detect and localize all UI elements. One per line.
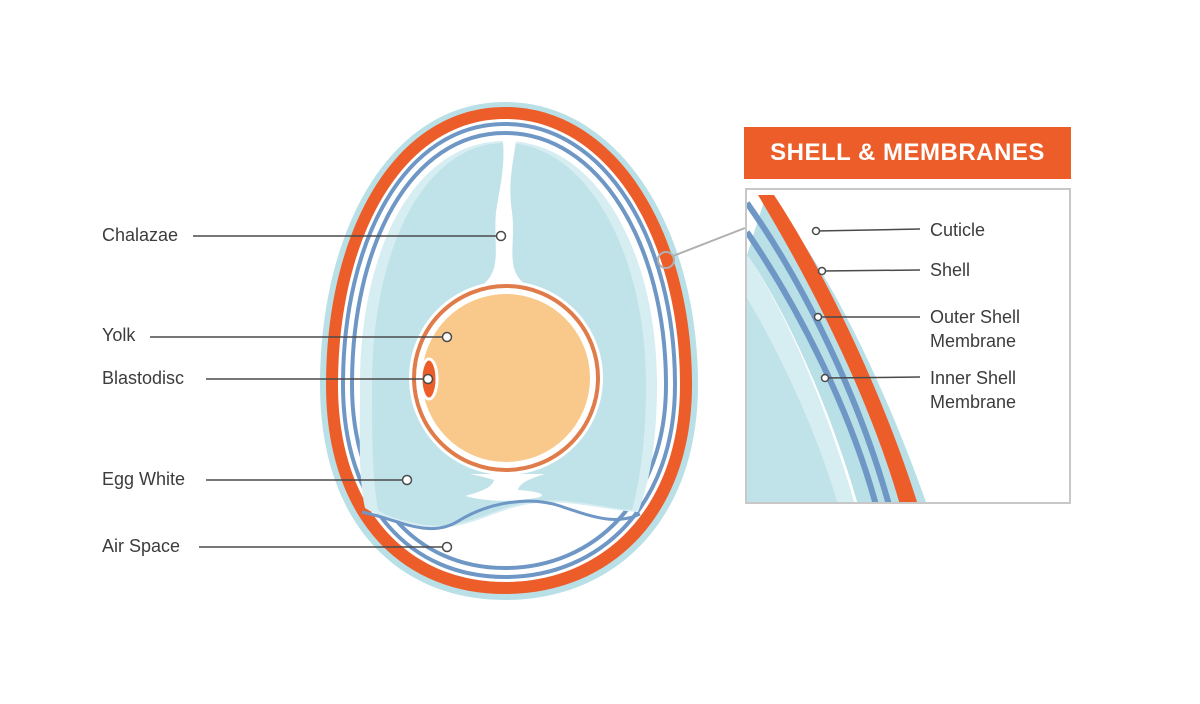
- label-outer-membrane-1: Outer Shell: [930, 307, 1021, 327]
- air-space-membrane: [361, 499, 641, 530]
- zoom-shell: [758, 195, 918, 502]
- chalaza-top: [465, 141, 545, 294]
- magnify-circle: [657, 251, 675, 269]
- label-egg-white: Egg White: [102, 469, 186, 489]
- zoom-outer-membrane: [747, 201, 892, 502]
- label-air-space: Air Space: [102, 536, 181, 556]
- label-shell: Shell: [930, 260, 971, 280]
- label-outer-membrane-2: Membrane: [930, 331, 1017, 351]
- panel-title: SHELL & MEMBRANES: [744, 127, 1071, 179]
- label-cuticle: Cuticle: [930, 220, 986, 240]
- label-inner-membrane-1: Inner Shell: [930, 368, 1017, 388]
- label-blastodisc: Blastodisc: [102, 368, 185, 388]
- zoom-white-core: [747, 298, 838, 502]
- yolk: [422, 294, 590, 462]
- label-yolk: Yolk: [102, 325, 136, 345]
- label-inner-membrane-2: Membrane: [930, 392, 1017, 412]
- zoom-inner-membrane: [747, 230, 879, 502]
- outer-shell-membrane: [340, 121, 678, 580]
- inner-shell-membrane: [349, 130, 669, 571]
- leaders-left: [150, 230, 507, 553]
- magnify-connector: [672, 227, 746, 257]
- yolk-membrane: [412, 284, 600, 472]
- label-chalazae: Chalazae: [102, 225, 179, 245]
- zoom-panel-layers: [747, 195, 926, 502]
- leaders-right: [811, 226, 921, 383]
- chalaza-bottom: [465, 474, 545, 501]
